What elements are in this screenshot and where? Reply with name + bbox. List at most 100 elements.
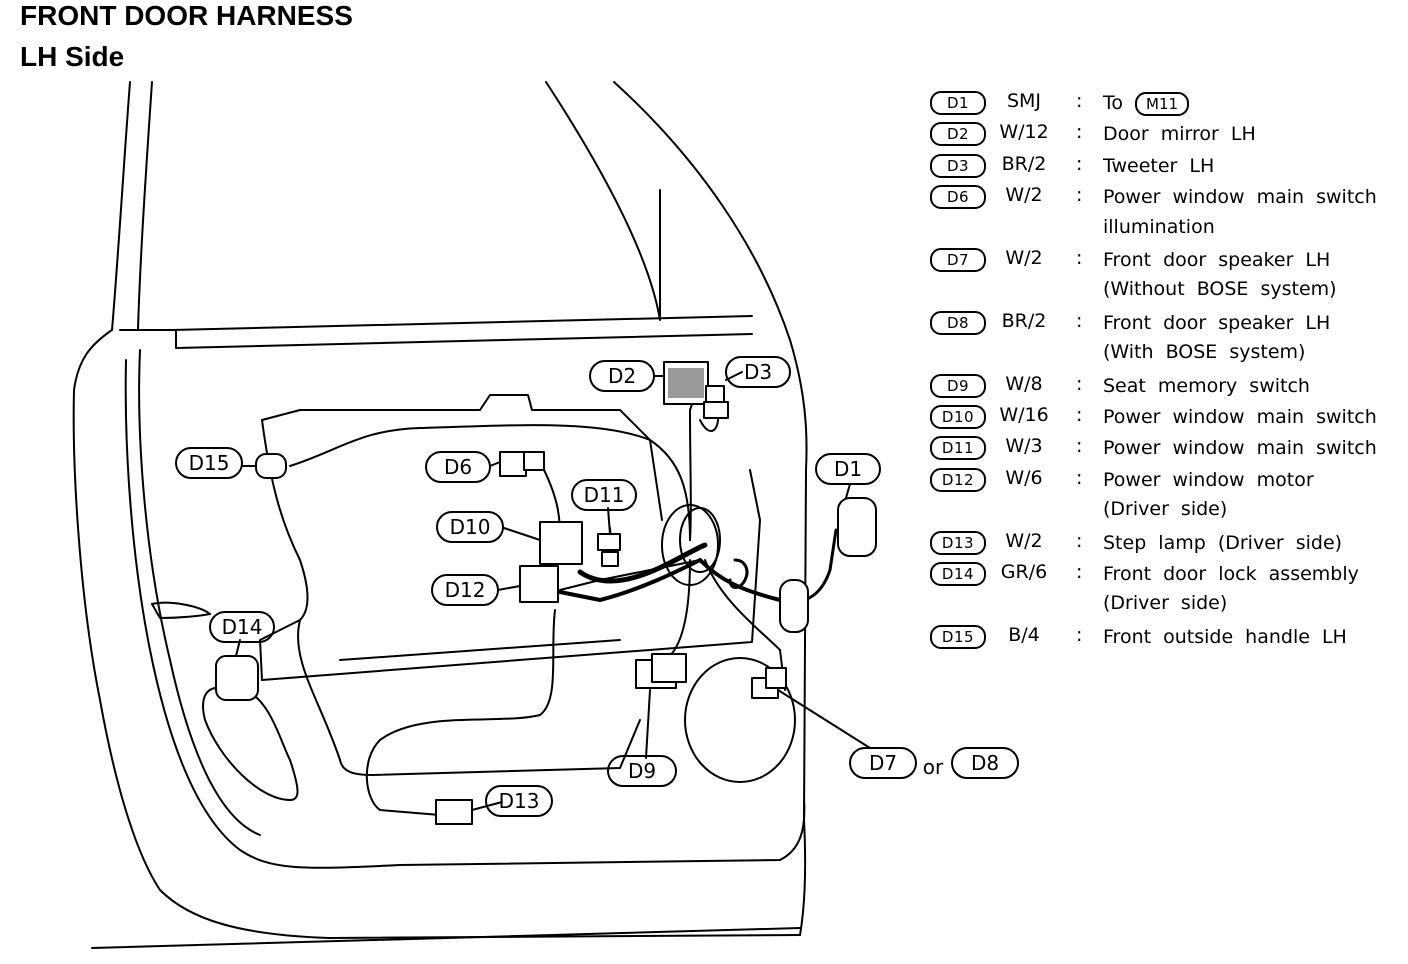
legend-desc: To	[1103, 92, 1124, 114]
legend-row: D13 W/2 : Step lamp (Driver side)	[928, 528, 1398, 559]
legend-row: D9 W/8 : Seat memory switch	[928, 371, 1398, 402]
speaker-hole	[684, 657, 796, 783]
legend-row: D14 GR/6 : Front door lock assembly (Driv…	[928, 559, 1398, 622]
callout-d15: D15	[189, 451, 230, 475]
callout-labels: D2 D3 D1 D6 D11 D10 D12 D9 D7 or D8 D13 …	[189, 360, 999, 813]
legend-code: D9	[930, 373, 986, 398]
legend-wire: SMJ	[1006, 90, 1042, 112]
legend-code: D10	[930, 404, 986, 429]
legend-colon: :	[1076, 560, 1083, 583]
legend-code: D1	[930, 91, 986, 115]
legend-desc: Power window main switch	[1103, 186, 1377, 209]
legend-row: D15 B/4 : Front outside handle LH	[928, 622, 1398, 653]
legend-desc-line2: (Driver side)	[1103, 592, 1228, 615]
leader-lines	[235, 371, 871, 811]
legend-desc-ref: M11	[1135, 91, 1190, 116]
legend-row: D12 W/6 : Power window motor (Driver side…	[928, 465, 1398, 528]
legend-colon: :	[1076, 152, 1083, 175]
legend-row: D1 SMJ : To M11	[928, 88, 1398, 119]
legend-wire: W/2	[1005, 529, 1043, 552]
connector-legend: D1 SMJ : To M11 D2 W/12 : Door mirror LH…	[928, 88, 1398, 653]
legend-code: D3	[930, 153, 986, 178]
legend-colon: :	[1076, 246, 1083, 269]
legend-row: D10 W/16 : Power window main switch	[928, 402, 1398, 433]
legend-colon: :	[1076, 529, 1083, 552]
legend-wire: W/8	[1005, 372, 1043, 395]
legend-colon: :	[1076, 184, 1083, 207]
legend-desc: Seat memory switch	[1103, 374, 1310, 397]
legend-code: D2	[930, 122, 986, 147]
legend-desc: Door mirror LH	[1103, 123, 1256, 146]
callout-d12: D12	[445, 578, 486, 602]
legend-desc: Tweeter LH	[1103, 154, 1215, 177]
callout-pills	[175, 356, 1019, 817]
legend-desc: Step lamp (Driver side)	[1103, 531, 1343, 554]
legend-row: D7 W/2 : Front door speaker LH (Without B…	[928, 245, 1398, 308]
diagram-title: FRONT DOOR HARNESS	[20, 0, 353, 31]
callout-d8: D8	[971, 751, 999, 775]
legend-row: D3 BR/2 : Tweeter LH	[928, 151, 1398, 182]
legend-wire: W/6	[1005, 466, 1043, 489]
legend-colon: :	[1076, 435, 1083, 458]
legend-colon: :	[1076, 90, 1083, 112]
legend-row: D11 W/3 : Power window main switch	[928, 433, 1398, 464]
legend-wire: B/4	[1008, 623, 1040, 646]
callout-d3: D3	[744, 360, 772, 384]
legend-wire: W/12	[999, 121, 1049, 144]
legend-colon: :	[1076, 623, 1083, 646]
callout-d13: D13	[499, 789, 540, 813]
legend-desc: Front door speaker LH	[1103, 311, 1331, 334]
callout-d9: D9	[628, 759, 656, 783]
legend-desc: Front door speaker LH	[1103, 248, 1331, 271]
legend-row: D6 W/2 : Power window main switch illumin…	[928, 182, 1398, 245]
connectors	[215, 361, 877, 825]
connector-d1	[837, 497, 877, 557]
legend-desc: Power window motor	[1103, 468, 1314, 491]
connector-d11	[597, 533, 621, 551]
callout-d7: D7	[869, 751, 897, 775]
legend-desc-line2: illumination	[1103, 215, 1215, 238]
legend-desc-line2: (With BOSE system)	[1103, 341, 1306, 364]
legend-row: D8 BR/2 : Front door speaker LH (With BOS…	[928, 308, 1398, 371]
callout-d1: D1	[834, 457, 862, 481]
legend-code: D6	[930, 185, 986, 210]
callout-d11: D11	[584, 483, 625, 507]
legend-colon: :	[1076, 309, 1083, 332]
legend-desc: Power window main switch	[1103, 405, 1377, 428]
legend-colon: :	[1076, 403, 1083, 426]
callout-d2: D2	[608, 364, 636, 388]
legend-code: D14	[930, 561, 986, 586]
legend-row: D2 W/12 : Door mirror LH	[928, 119, 1398, 150]
legend-code: D8	[930, 310, 986, 335]
legend-desc: Front outside handle LH	[1103, 625, 1347, 648]
legend-code: D13	[930, 530, 986, 555]
legend-wire: W/2	[1005, 184, 1043, 207]
legend-code: D12	[930, 467, 986, 492]
legend-colon: :	[1076, 372, 1083, 395]
door-outline	[72, 81, 808, 949]
legend-code: D15	[930, 624, 986, 649]
connector-d10	[539, 521, 583, 565]
legend-desc-line2: (Driver side)	[1103, 498, 1228, 521]
legend-wire: BR/2	[1001, 309, 1047, 332]
callout-d6: D6	[444, 455, 472, 479]
connector-d14	[215, 655, 259, 701]
connector-d13	[435, 799, 473, 825]
connector-d15	[255, 453, 287, 479]
callout-d10: D10	[450, 515, 491, 539]
legend-wire: BR/2	[1001, 152, 1047, 175]
connector-d12	[519, 565, 559, 603]
legend-code: D7	[930, 247, 986, 272]
grommet-inner	[679, 507, 721, 573]
legend-code: D11	[930, 436, 986, 461]
legend-colon: :	[1076, 466, 1083, 489]
legend-desc: Power window main switch	[1103, 437, 1377, 460]
legend-colon: :	[1076, 121, 1083, 144]
legend-desc: Front door lock assembly	[1103, 562, 1359, 585]
callout-or: or	[923, 755, 944, 779]
callout-d14: D14	[222, 615, 263, 639]
legend-wire: W/2	[1005, 246, 1043, 269]
legend-wire: GR/6	[1000, 560, 1048, 583]
legend-desc-line2: (Without BOSE system)	[1103, 278, 1337, 301]
